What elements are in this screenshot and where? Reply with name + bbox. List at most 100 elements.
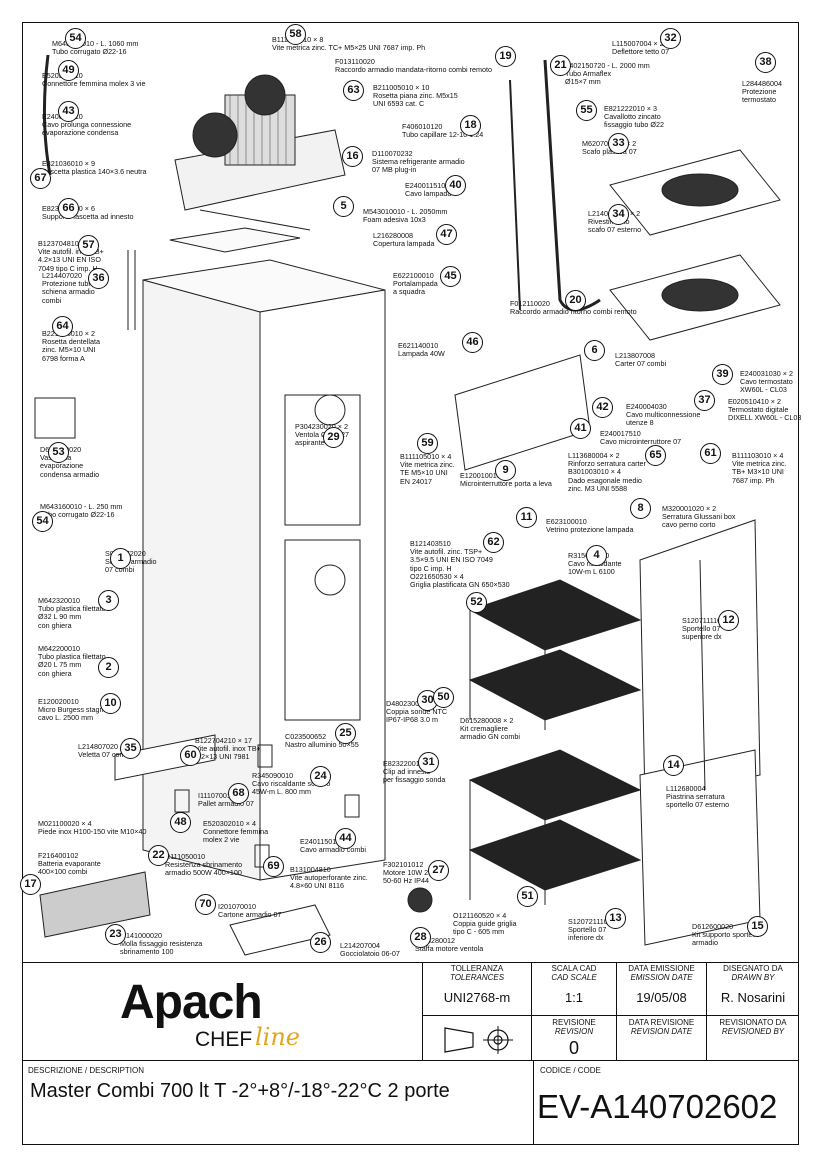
part-callout-text: E240115010 Cavo armadio combi bbox=[300, 837, 366, 855]
part-number-badge: 50 bbox=[433, 687, 454, 708]
part-number-badge: 62 bbox=[483, 532, 504, 553]
part-callout-text: E821036010 × 9 Fascetta plastica 140×3.6… bbox=[42, 159, 147, 177]
part-number-badge: 37 bbox=[694, 390, 715, 411]
part-number-badge: 21 bbox=[550, 55, 571, 76]
part-number-badge: 44 bbox=[335, 828, 356, 849]
description-cell bbox=[22, 1060, 534, 1145]
part-callout-text: S120721110 Sportello 07 inferiore dx bbox=[568, 917, 608, 943]
part-callout-text: F402150720 - L. 2000 mm Tubo Armaflex Ø1… bbox=[565, 61, 650, 87]
part-callout-text: I111070010 Pallet armadio 07 bbox=[198, 791, 254, 809]
part-callout-text: D480230020 Coppia sonde NTC IP67-IP68 3.… bbox=[386, 699, 448, 725]
part-number-badge: 28 bbox=[410, 927, 431, 948]
part-callout-text: D110070232 Sistema refrigerante armadio … bbox=[372, 149, 465, 175]
part-callout-text: L216280008 Copertura lampada bbox=[373, 231, 435, 249]
part-number-badge: 4 bbox=[586, 545, 607, 566]
exploded-view-drawing bbox=[34, 54, 781, 956]
part-number-badge: 39 bbox=[712, 364, 733, 385]
part-number-badge: 24 bbox=[310, 766, 331, 787]
part-callout-text: E520303010 Connettore femmina molex 3 vi… bbox=[42, 71, 146, 89]
part-callout-text: E622100010 Portalampada a squadra bbox=[393, 271, 438, 297]
part-number-badge: 27 bbox=[428, 860, 449, 881]
revision-value: 0 bbox=[568, 1038, 579, 1058]
part-number-badge: 38 bbox=[755, 52, 776, 73]
part-number-badge: 30 bbox=[417, 690, 438, 711]
part-callout-text: E821222010 × 3 Cavallotto zincato fissag… bbox=[604, 104, 664, 130]
door-drawing bbox=[639, 519, 761, 946]
part-number-badge: 70 bbox=[195, 894, 216, 915]
part-number-badge: 25 bbox=[335, 723, 356, 744]
part-callout-text: C023500652 Nastro alluminio 50×55 bbox=[285, 732, 359, 750]
part-number-badge: 29 bbox=[323, 427, 344, 448]
part-number-badge: 61 bbox=[700, 443, 721, 464]
part-number-badge: 26 bbox=[310, 932, 331, 953]
revision-date-label: DATA REVISIONE bbox=[628, 1018, 695, 1027]
part-number-badge: 17 bbox=[20, 874, 41, 895]
part-number-badge: 55 bbox=[576, 100, 597, 121]
part-number-badge: 42 bbox=[592, 397, 613, 418]
part-callout-text: M642320010 Tubo plastica filettato Ø32 L… bbox=[38, 596, 106, 630]
part-callout-text: B131004810 Vite autoperforante zinc. 4.8… bbox=[290, 865, 368, 891]
part-number-badge: 14 bbox=[663, 755, 684, 776]
revision-label-en: REVISION bbox=[554, 1027, 594, 1036]
part-number-badge: 12 bbox=[718, 610, 739, 631]
part-callout-text: M320001020 × 2 Serratura Glussani box ca… bbox=[662, 504, 736, 530]
part-callout-text: I201070010 Cartone armadio 07 bbox=[218, 902, 282, 920]
projection-symbol-cell bbox=[422, 1016, 532, 1061]
part-number-badge: 45 bbox=[440, 266, 461, 287]
part-number-badge: 51 bbox=[517, 886, 538, 907]
revision-date-label-en: REVISION DATE bbox=[630, 1027, 693, 1036]
part-callout-text: L284486004 Protezione termostato bbox=[742, 79, 782, 105]
scale-label-en: CAD SCALE bbox=[551, 973, 597, 982]
part-number-badge: 67 bbox=[30, 168, 51, 189]
part-number-badge: 11 bbox=[516, 507, 537, 528]
part-number-badge: 54 bbox=[32, 511, 53, 532]
part-number-badge: 32 bbox=[660, 28, 681, 49]
revision-label: REVISIONE bbox=[552, 1018, 596, 1027]
part-callout-text: S120711110 Sportello 07 superiore dx bbox=[682, 616, 722, 642]
part-number-badge: 68 bbox=[228, 783, 249, 804]
part-callout-text: L112680004 Piastrina serratura sportello… bbox=[666, 784, 730, 810]
part-number-badge: 9 bbox=[495, 460, 516, 481]
part-callout-text: D612600020 Kit supporto sportello armadi… bbox=[692, 922, 760, 948]
part-number-badge: 40 bbox=[445, 175, 466, 196]
part-number-badge: 57 bbox=[78, 235, 99, 256]
part-callout-text: L113680004 × 2 Rinforzo serratura carter… bbox=[568, 451, 646, 493]
part-callout-text: E120010010 Microinterruttore porta a lev… bbox=[460, 471, 552, 489]
tolerances-label-en: TOLERANCES bbox=[449, 973, 505, 982]
part-number-badge: 19 bbox=[495, 46, 516, 67]
part-callout-text: B121403510 Vite autofil. zinc. TSP+ 3.5×… bbox=[410, 539, 510, 590]
part-number-badge: 54 bbox=[65, 28, 86, 49]
part-number-badge: 8 bbox=[630, 498, 651, 519]
drawing-frame bbox=[22, 22, 799, 1145]
part-callout-text: L214207004 Gocciolatoio 06-07 bbox=[340, 941, 400, 959]
part-number-badge: 6 bbox=[584, 340, 605, 361]
part-number-badge: 64 bbox=[52, 316, 73, 337]
issue-date-label-en: EMISSION DATE bbox=[630, 973, 693, 982]
part-callout-text: M141000020 Molla fissaggio resistenza sb… bbox=[120, 931, 203, 957]
part-callout-text: R111050010 Resistenza sbrinamento armadi… bbox=[165, 852, 243, 878]
part-callout-text: E120020010 Micro Burgess stagno cavo L. … bbox=[38, 697, 108, 723]
part-callout-text: F216400102 Batteria evaporante 400×100 c… bbox=[38, 851, 101, 877]
part-callout-text: F013110020 Raccordo armadio mandata-rito… bbox=[335, 57, 492, 75]
part-callout-text: B111103010 × 4 Vite metrica zinc. TB+ M3… bbox=[732, 451, 787, 485]
part-callout-text: E240031030 × 2 Cavo termostato XW60L - C… bbox=[740, 369, 793, 395]
revised-by-label-en: REVISIONED BY bbox=[721, 1027, 785, 1036]
condensing-unit-drawing bbox=[174, 74, 346, 231]
part-number-badge: 15 bbox=[747, 916, 768, 937]
part-callout-text: B111105010 × 4 Vite metrica zinc. TE M5×… bbox=[400, 452, 455, 486]
part-callout-text: E823220020 × 6 Supporto fascetta ad inne… bbox=[42, 204, 134, 222]
part-callout-text: E240011510 Cavo lampada bbox=[405, 181, 452, 199]
part-callout-text: O121160520 × 4 Coppia guide griglia tipo… bbox=[453, 911, 517, 937]
part-callout-text: B221005010 × 2 Rosetta dentellata zinc. … bbox=[42, 329, 100, 363]
description-label: DESCRIZIONE / DESCRIPTION bbox=[28, 1066, 145, 1075]
issue-date-value: 19/05/08 bbox=[636, 990, 687, 1005]
drawn-by-label-en: DRAWN BY bbox=[731, 973, 775, 982]
part-callout-text: M642200010 Tubo plastica filettato Ø20 L… bbox=[38, 644, 106, 678]
projection-symbol-icon bbox=[444, 1026, 513, 1054]
part-number-badge: 49 bbox=[58, 60, 79, 81]
part-callout-text: L213807008 Carter 07 combi bbox=[615, 351, 667, 369]
part-number-badge: 22 bbox=[148, 845, 169, 866]
